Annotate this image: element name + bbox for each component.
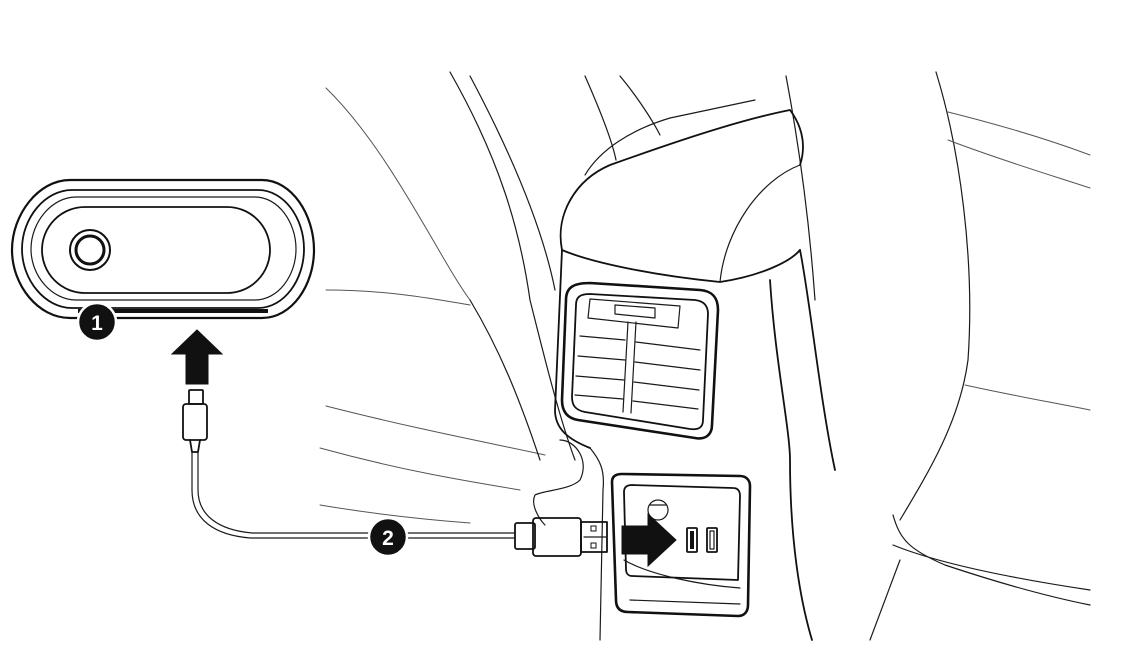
center-console bbox=[533, 75, 836, 641]
insertion-arrow-icon bbox=[170, 329, 224, 385]
usb-cable bbox=[182, 389, 608, 557]
callout-number-1: 1 bbox=[91, 312, 103, 335]
insertion-arrow-icon bbox=[621, 512, 677, 568]
callout-badge-2: 2 bbox=[367, 516, 409, 558]
callout-number-2: 2 bbox=[382, 527, 394, 550]
device-unit bbox=[10, 178, 316, 320]
rear-seats bbox=[319, 71, 1091, 641]
callout-badge-1: 1 bbox=[76, 301, 118, 343]
